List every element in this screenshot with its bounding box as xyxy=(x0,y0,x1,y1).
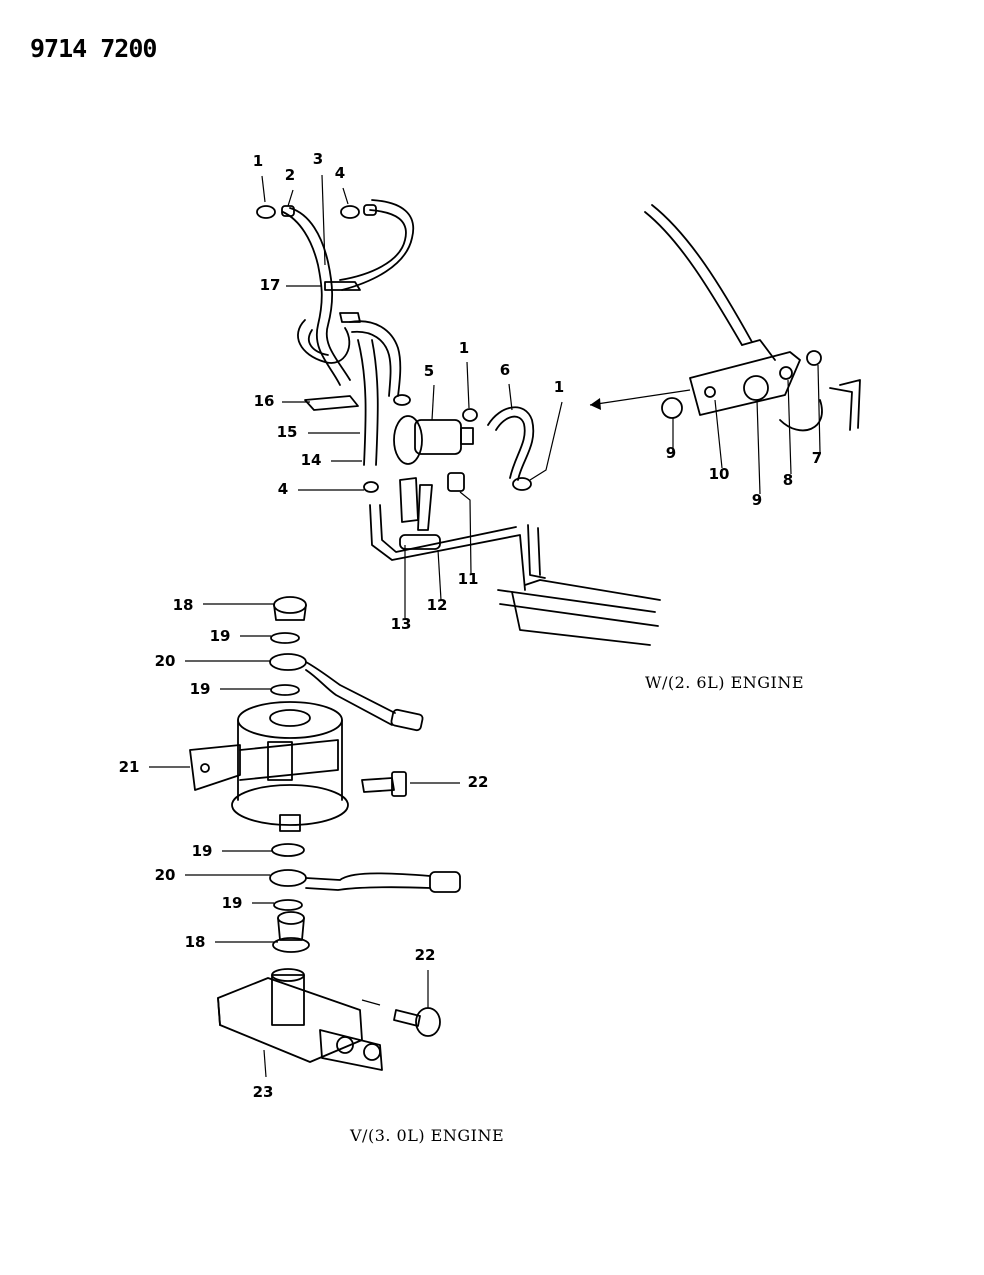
document-id: 9714 7200 xyxy=(30,34,157,63)
caption-2-6l-engine: W/(2. 6L) ENGINE xyxy=(645,673,805,692)
bolt-part-22-bottom xyxy=(393,1007,441,1037)
callout-9: 9 xyxy=(666,444,676,462)
callout-7: 7 xyxy=(812,449,822,467)
callout-16: 16 xyxy=(254,392,275,410)
clamp-part-16 xyxy=(304,395,359,411)
fuel-lines-lower xyxy=(363,472,661,646)
hose-clips-top xyxy=(256,204,377,219)
valve-part-5 xyxy=(393,394,474,465)
washer-part-19c xyxy=(271,843,305,857)
bolt-part-22-top xyxy=(361,771,407,797)
washer-part-19d xyxy=(273,899,303,911)
callout-9: 9 xyxy=(752,491,762,509)
callout-22: 22 xyxy=(415,946,436,964)
caption-3-0l-engine: V/(3. 0L) ENGINE xyxy=(350,1126,505,1145)
callout-19: 19 xyxy=(222,894,243,912)
callout-22: 22 xyxy=(468,773,489,791)
hose-part-6 xyxy=(487,406,535,481)
callout-19: 19 xyxy=(192,842,213,860)
banjo-fitting-part-20-top xyxy=(269,653,424,732)
callout-6: 6 xyxy=(500,361,510,379)
bracket-assembly-right xyxy=(644,204,861,432)
callout-21: 21 xyxy=(119,758,140,776)
callout-1: 1 xyxy=(554,378,564,396)
pointer-arrow xyxy=(589,389,691,406)
banjo-bolt-part-18-bottom xyxy=(272,911,310,953)
washer-part-19 xyxy=(270,632,300,644)
callout-23: 23 xyxy=(253,1083,274,1101)
callout-19: 19 xyxy=(210,627,231,645)
callout-20: 20 xyxy=(155,652,176,670)
callout-14: 14 xyxy=(301,451,322,469)
washer-part-19b xyxy=(270,684,300,696)
fuel-filter-part-21 xyxy=(189,701,349,832)
callout-13: 13 xyxy=(391,615,412,633)
hose-group-upper xyxy=(282,199,415,466)
callout-8: 8 xyxy=(783,471,793,489)
callout-18: 18 xyxy=(185,933,206,951)
callout-3: 3 xyxy=(313,150,323,168)
callout-1: 1 xyxy=(253,152,263,170)
callout-20: 20 xyxy=(155,866,176,884)
leader-lines xyxy=(149,174,821,1078)
callout-2: 2 xyxy=(285,166,295,184)
banjo-bolt-part-18-top xyxy=(273,596,307,621)
callout-19: 19 xyxy=(190,680,211,698)
callout-15: 15 xyxy=(277,423,298,441)
callout-4: 4 xyxy=(335,164,345,182)
callout-1: 1 xyxy=(459,339,469,357)
callout-12: 12 xyxy=(427,596,448,614)
callout-10: 10 xyxy=(709,465,730,483)
banjo-fitting-part-20-bottom xyxy=(269,869,461,893)
mount-bracket-part-23 xyxy=(217,968,383,1071)
callout-11: 11 xyxy=(458,570,479,588)
callout-18: 18 xyxy=(173,596,194,614)
callout-4: 4 xyxy=(278,480,288,498)
callout-numbers: 1234171615144516111121391098718192019212… xyxy=(119,150,823,1101)
callout-17: 17 xyxy=(260,276,281,294)
callout-5: 5 xyxy=(424,362,434,380)
